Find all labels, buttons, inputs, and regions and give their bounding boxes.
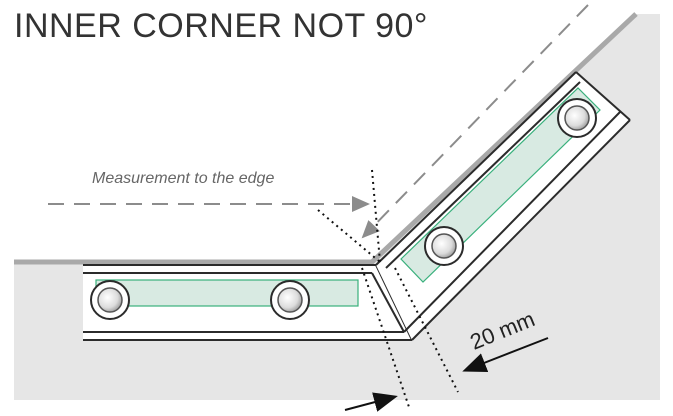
screw-hole-3 [424, 226, 464, 266]
screw-hole-2 [270, 280, 310, 320]
screw-hole-1 [90, 280, 130, 320]
wall-edge [14, 12, 638, 265]
slot-horizontal [95, 279, 359, 307]
dimension-arrow-left [344, 392, 398, 412]
wall-surface [14, 14, 660, 400]
page-title: INNER CORNER NOT 90° [14, 7, 429, 45]
dotted-diagonal-line [317, 209, 381, 263]
dimension-arrow-right [462, 337, 549, 373]
screw-hole-4 [557, 98, 597, 138]
dashed-diagonal-reference [361, 4, 589, 239]
dotted-dimension-line-right [394, 267, 459, 393]
measurement-label: Measurement to the edge [92, 170, 275, 187]
dotted-vertical-line [371, 169, 381, 263]
dotted-dimension-line-left [361, 267, 411, 411]
